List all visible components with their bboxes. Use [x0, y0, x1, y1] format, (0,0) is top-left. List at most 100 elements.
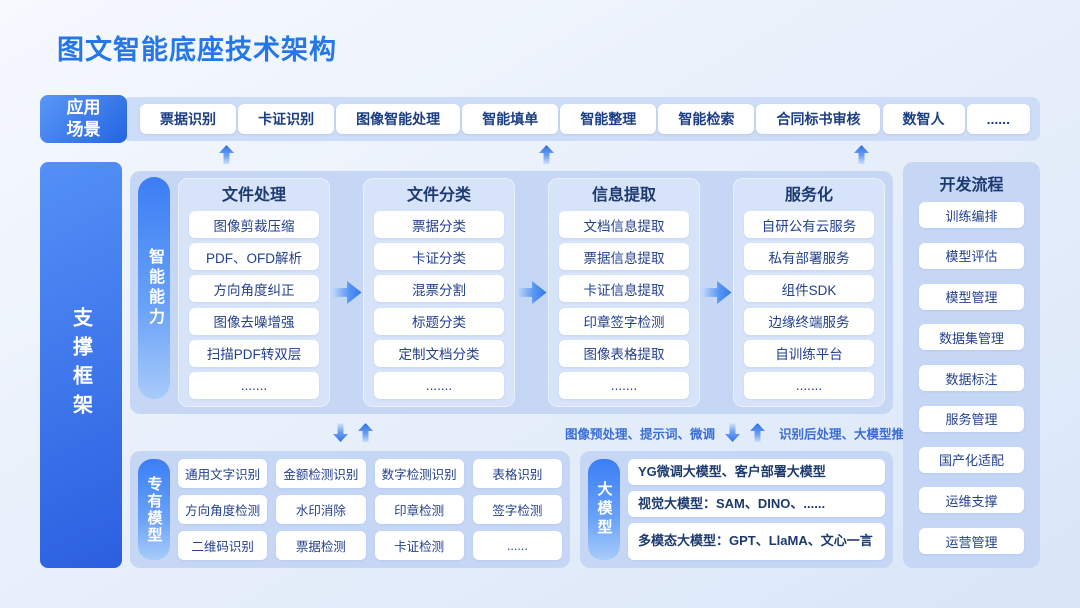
capability-chip: 文档信息提取: [559, 211, 689, 238]
capability-chip: 方向角度纠正: [189, 275, 319, 303]
scenario-chip: 智能整理: [560, 104, 657, 134]
application-scenarios-row: 应用场景 票据识别 卡证识别 图像智能处理 智能填单 智能整理 智能检索 合同标…: [40, 95, 1040, 143]
model-chip: 表格识别: [472, 459, 562, 488]
dev-process-title: 开发流程: [939, 177, 1004, 194]
application-scenarios-strip: 票据识别 卡证识别 图像智能处理 智能填单 智能整理 智能检索 合同标书审核 数…: [122, 97, 1040, 141]
right-arrow-icon: [516, 281, 547, 304]
scenario-chip: 智能填单: [462, 104, 559, 134]
capability-column-servitization: 服务化 自研公有云服务 私有部署服务 组件SDK 边缘终端服务 自训练平台 ..…: [733, 178, 885, 407]
dev-process-chip: 模型评估: [919, 242, 1024, 269]
capability-chip: 卡证信息提取: [559, 275, 689, 303]
scenario-chip: 票据识别: [140, 104, 236, 134]
large-model-row: 多模态大模型：GPT、LlaMA、文心一言: [628, 523, 885, 560]
support-frame-label: 支撑框架: [69, 307, 92, 423]
capability-column-file-classification: 文件分类 票据分类 卡证分类 混票分割 标题分类 定制文档分类 .......: [363, 178, 515, 407]
right-arrow-icon: [331, 281, 362, 304]
proprietary-models-label: 专有模型: [145, 475, 163, 544]
capability-chip: 图像去噪增强: [189, 307, 319, 335]
capability-chip: .......: [374, 371, 504, 399]
pipeline-band: 图像预处理、提示词、微调 识别后处理、大模型推理: [130, 414, 917, 451]
scenario-chip: ......: [966, 104, 1030, 134]
capability-chip: 自训练平台: [744, 339, 874, 367]
column-title: 文件处理: [221, 187, 286, 204]
pipeline-note-right: 识别后处理、大模型推理: [779, 427, 917, 441]
dev-process-chip: 模型管理: [919, 283, 1024, 310]
capability-chip: 卡证分类: [374, 243, 504, 271]
model-chip: 票据检测: [276, 531, 366, 560]
model-chip: 水印消除: [276, 495, 366, 524]
capability-column-info-extraction: 信息提取 文档信息提取 票据信息提取 卡证信息提取 印章签字检测 图像表格提取 …: [548, 178, 700, 407]
model-chip: 签字检测: [472, 495, 562, 524]
page-title: 图文智能底座技术架构: [57, 35, 337, 65]
capability-chip: 边缘终端服务: [744, 307, 874, 335]
dev-process-chip: 运维支撑: [919, 487, 1024, 514]
column-items: 图像剪裁压缩 PDF、OFD解析 方向角度纠正 图像去噪增强 扫描PDF转双层 …: [189, 211, 319, 399]
scenario-chip: 智能检索: [658, 104, 755, 134]
capability-chip: 组件SDK: [744, 275, 874, 303]
pipeline-note-left: 图像预处理、提示词、微调: [565, 427, 716, 441]
proprietary-models-pill: 专有模型: [138, 459, 170, 560]
column-title: 服务化: [784, 187, 833, 204]
application-scenarios-label: 应用场景: [40, 95, 127, 143]
capability-chip: .......: [189, 371, 319, 399]
capability-chip: .......: [744, 371, 874, 399]
model-chip: 通用文字识别: [178, 459, 268, 488]
large-models-label: 大模型: [595, 481, 613, 538]
capability-chip: 印章签字检测: [559, 307, 689, 335]
dev-process-chip: 国产化适配: [919, 446, 1024, 473]
model-chip: 方向角度检测: [178, 495, 268, 524]
capability-pill-label: 智能能力: [146, 248, 163, 328]
capability-chip: 定制文档分类: [374, 339, 504, 367]
proprietary-models-panel: 专有模型 通用文字识别 金额检测识别 数字检测识别 表格识别 方向角度检测 水印…: [130, 451, 570, 568]
capability-chip: 私有部署服务: [744, 243, 874, 271]
model-chip: 二维码识别: [178, 531, 268, 560]
support-frame-area: 支撑框架 智能能力 文件处理 图像剪裁压缩 PDF、OFD解析 方向角度纠正 图…: [40, 162, 1040, 568]
dev-process-chip: 运营管理: [919, 528, 1024, 554]
capability-chip: 票据分类: [374, 211, 504, 238]
capability-chip: PDF、OFD解析: [189, 243, 319, 271]
model-chip: 数字检测识别: [374, 459, 464, 488]
capability-chip: 扫描PDF转双层: [189, 339, 319, 367]
large-models-pill: 大模型: [588, 459, 620, 560]
capability-chip: 图像表格提取: [559, 339, 689, 367]
capability-chip: 自研公有云服务: [744, 211, 874, 238]
dev-process-chip: 服务管理: [919, 405, 1024, 432]
capability-panel: 智能能力 文件处理 图像剪裁压缩 PDF、OFD解析 方向角度纠正 图像去噪增强…: [130, 171, 893, 414]
column-title: 信息提取: [591, 187, 656, 204]
dev-process-items: 训练编排 模型评估 模型管理 数据集管理 数据标注 服务管理 国产化适配 运维支…: [919, 202, 1024, 554]
dev-process-chip: 训练编排: [919, 202, 1024, 228]
support-frame-bar: 支撑框架: [40, 162, 122, 568]
column-title: 文件分类: [406, 187, 471, 204]
scenario-chip: 图像智能处理: [336, 104, 461, 134]
dev-process-panel: 开发流程 训练编排 模型评估 模型管理 数据集管理 数据标注 服务管理 国产化适…: [903, 162, 1040, 568]
capability-chip: 标题分类: [374, 307, 504, 335]
capability-pill: 智能能力: [138, 177, 170, 399]
capability-chip: 图像剪裁压缩: [189, 211, 319, 238]
scenario-chip: 数智人: [882, 104, 965, 134]
capability-chip: 混票分割: [374, 275, 504, 303]
large-models-rows: YG微调大模型、客户部署大模型 视觉大模型：SAM、DINO、...... 多模…: [628, 459, 885, 560]
down-arrow-icon: [725, 423, 740, 442]
model-chip: ......: [472, 531, 562, 560]
capability-chip: 票据信息提取: [559, 243, 689, 271]
capability-columns: 文件处理 图像剪裁压缩 PDF、OFD解析 方向角度纠正 图像去噪增强 扫描PD…: [178, 178, 885, 407]
model-chip: 印章检测: [374, 495, 464, 524]
dev-process-chip: 数据集管理: [919, 324, 1024, 351]
dev-process-chip: 数据标注: [919, 365, 1024, 391]
up-arrow-icon: [358, 423, 373, 442]
proprietary-models-grid: 通用文字识别 金额检测识别 数字检测识别 表格识别 方向角度检测 水印消除 印章…: [178, 459, 562, 560]
scenario-chip: 卡证识别: [238, 104, 335, 134]
down-arrow-icon: [333, 423, 348, 442]
capability-column-file-processing: 文件处理 图像剪裁压缩 PDF、OFD解析 方向角度纠正 图像去噪增强 扫描PD…: [178, 178, 330, 407]
large-model-row: YG微调大模型、客户部署大模型: [628, 459, 885, 485]
column-items: 自研公有云服务 私有部署服务 组件SDK 边缘终端服务 自训练平台 ......…: [744, 211, 874, 399]
model-chip: 金额检测识别: [276, 459, 366, 488]
column-items: 文档信息提取 票据信息提取 卡证信息提取 印章签字检测 图像表格提取 .....…: [559, 211, 689, 399]
capability-chip: .......: [559, 371, 689, 399]
model-chip: 卡证检测: [374, 531, 464, 560]
up-arrow-icon: [750, 423, 765, 442]
large-model-row: 视觉大模型：SAM、DINO、......: [628, 491, 885, 517]
scenario-chip: 合同标书审核: [756, 104, 881, 134]
column-items: 票据分类 卡证分类 混票分割 标题分类 定制文档分类 .......: [374, 211, 504, 399]
